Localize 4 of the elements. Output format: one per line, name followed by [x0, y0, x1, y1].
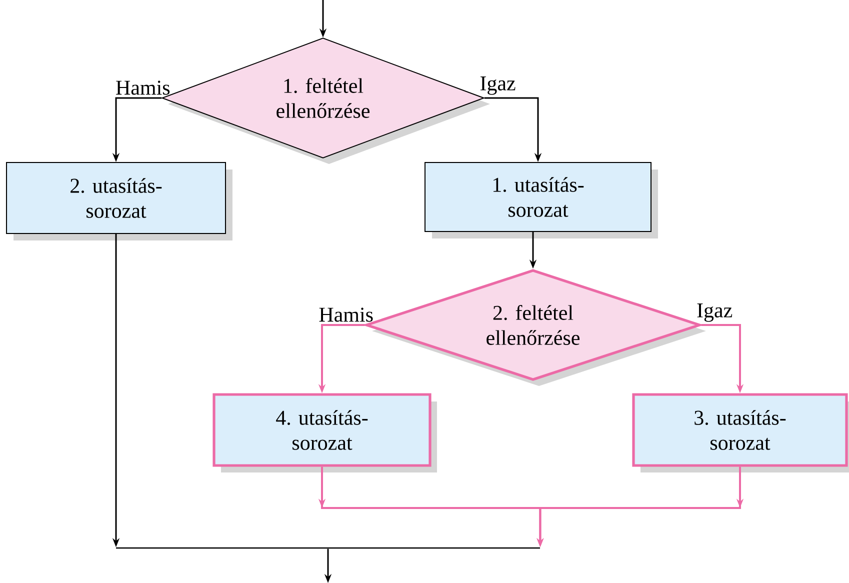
process-box: 3. utasítás-sorozat [632, 393, 849, 472]
process-box: 2. utasítás-sorozat [6, 162, 232, 240]
process-box: 4. utasítás-sorozat [212, 393, 437, 472]
process-box: 1. utasítás-sorozat [424, 162, 658, 238]
